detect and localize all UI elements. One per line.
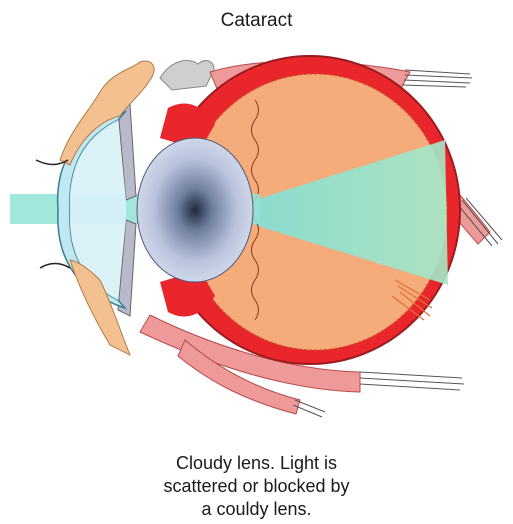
caption-line-2: scattered or blocked by	[90, 475, 423, 498]
tendon-superior-lines	[402, 70, 472, 87]
eyelash-bottom	[40, 264, 70, 269]
orbital-fat-top	[160, 60, 214, 90]
tendon-inferior-lines	[360, 372, 464, 390]
diagram-title: Cataract	[0, 10, 513, 32]
caption-line-3: a couldy lens.	[90, 498, 423, 521]
cloudy-lens	[137, 138, 253, 282]
caption: Cloudy lens. Light is scattered or block…	[90, 452, 423, 521]
cataract-eye-diagram	[0, 36, 513, 436]
caption-line-1: Cloudy lens. Light is	[90, 452, 423, 475]
